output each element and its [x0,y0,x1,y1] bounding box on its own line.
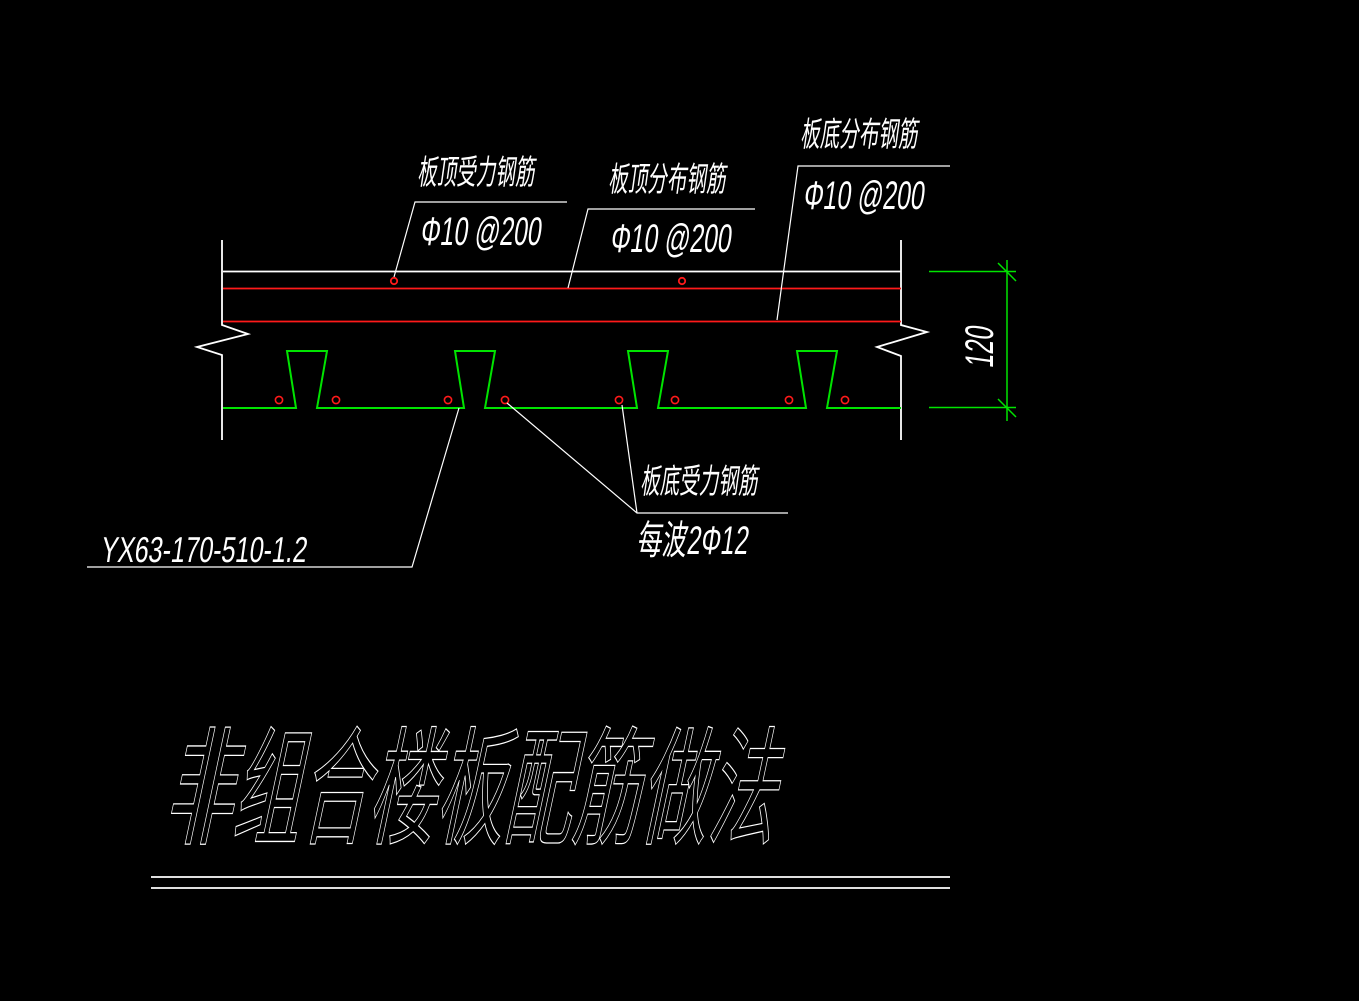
leader-lines [87,165,950,568]
slab-outline [193,240,931,440]
bottom-rebar-section [274,395,284,405]
title-underline [151,876,950,889]
bottom-rebar-section [500,395,510,405]
callout-top-main-spec: Φ10 @200 [418,210,546,254]
top-rebar-section-2 [677,276,687,286]
bottom-rebar-section [784,395,794,405]
leader-bottom-dist [776,165,950,321]
profiled-steel-deck [223,350,901,409]
leader-bottom-main-2 [621,404,638,514]
drawing-title: 非组合楼板配筋做法 [157,719,799,863]
leader-deck-type [87,407,460,568]
callout-bottom-main-name: 板底受力钢筋 [638,463,762,501]
leader-top-dist [567,208,755,289]
callout-bottom-dist-spec: Φ10 @200 [801,174,929,218]
bottom-rebar-sections [274,395,850,405]
dimension-text: 120 [958,322,1002,370]
bottom-rebar-section [614,395,624,405]
callout-bottom-dist-name: 板底分布钢筋 [798,116,922,154]
callout-top-dist-spec: Φ10 @200 [608,217,736,261]
dim-tick-top [997,262,1017,282]
callout-top-main-name: 板顶受力钢筋 [415,154,539,192]
bottom-rebar-section [331,395,341,405]
dim-tick-bottom [997,398,1017,418]
leader-top-main [393,201,567,278]
callout-top-dist-name: 板顶分布钢筋 [606,161,730,199]
bottom-rebar-section [670,395,680,405]
top-rebar-lines [223,276,901,323]
dimension-120 [929,260,1017,421]
callout-bottom-main-spec: 每波2Φ12 [635,519,753,563]
deck-type-label: YX63-170-510-1.2 [98,529,311,570]
left-edge-break-line [193,240,252,440]
bottom-rebar-section [443,395,453,405]
top-rebar-section-1 [389,276,399,286]
bottom-rebar-section [840,395,850,405]
right-edge-break-line [874,240,931,440]
